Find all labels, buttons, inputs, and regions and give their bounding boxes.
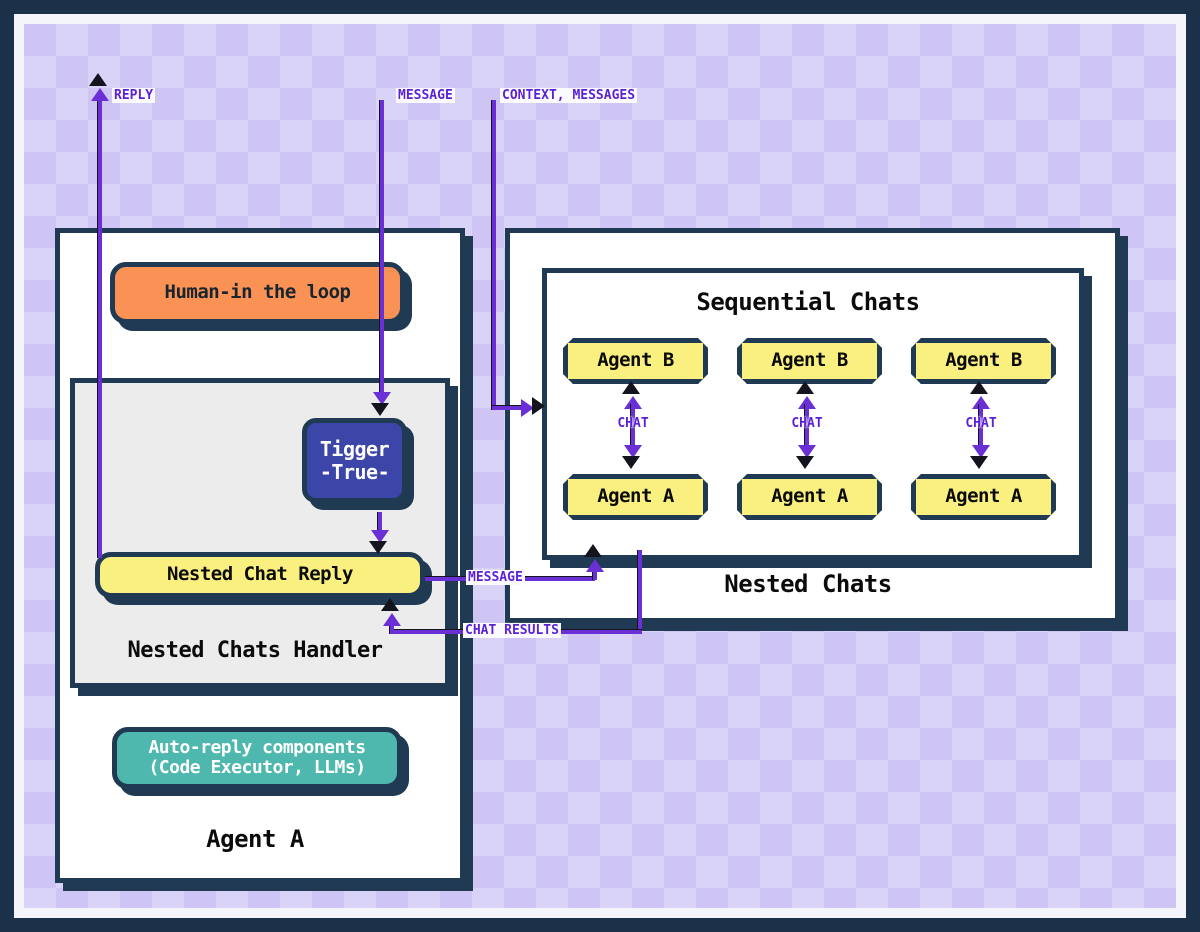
sequential-col-1-chat-link: CHAT: [787, 396, 827, 458]
chat-arrow-down-icon: [624, 445, 642, 458]
sequential-col-2-agent-a[interactable]: Agent A: [911, 474, 1056, 520]
agent-a-label: Agent A: [206, 825, 304, 853]
message-out-label: MESSAGE: [466, 570, 525, 585]
chat-label: CHAT: [965, 416, 997, 431]
message-in-connector-line: [379, 100, 384, 400]
sequential-chats-title: Sequential Chats: [696, 288, 920, 316]
message-in-arrow-icon: [373, 392, 391, 405]
auto-reply-line1: Auto-reply components: [148, 736, 366, 758]
sequential-col-2-chat-link: CHAT: [961, 396, 1001, 458]
human-in-the-loop-box[interactable]: Human-in the loop: [110, 262, 405, 324]
frame-corner-tl-b: [0, 0, 10, 24]
auto-reply-components-box[interactable]: Auto-reply components (Code Executor, LL…: [112, 727, 402, 789]
chat-label: CHAT: [791, 416, 823, 431]
trigger-label-line1: Tigger: [319, 437, 390, 462]
chat-results-arrow-icon: [383, 613, 401, 626]
message-out-vertical-line: [592, 568, 597, 580]
message-in-label: MESSAGE: [396, 88, 455, 103]
sequential-col-0-agent-b[interactable]: Agent B: [563, 338, 708, 384]
chat-arrow-up-icon: [972, 396, 990, 409]
reply-connector-line: [97, 96, 102, 558]
context-messages-arrow-icon: [521, 399, 534, 417]
chat-link-line: [630, 404, 635, 450]
chat-arrow-up-icon: [798, 396, 816, 409]
sequential-col-0-chat-link: CHAT: [613, 396, 653, 458]
sequential-col-2-agent-b[interactable]: Agent B: [911, 338, 1056, 384]
reply-arrow-icon: [91, 88, 109, 101]
chat-results-vertical-line-left: [389, 622, 394, 634]
sequential-col-1-agent-b[interactable]: Agent B: [737, 338, 882, 384]
chat-link-line: [978, 404, 983, 450]
frame-corner-tl-a: [0, 0, 24, 10]
context-messages-vertical-line: [491, 100, 496, 410]
chat-arrow-down-icon: [798, 445, 816, 458]
frame-corner-br-b: [1190, 908, 1200, 932]
chat-results-label: CHAT RESULTS: [463, 623, 561, 638]
chat-arrow-up-icon: [624, 396, 642, 409]
frame-corner-tr-b: [1190, 0, 1200, 24]
frame-corner-bl-b: [0, 908, 10, 932]
frame-corner-bl-a: [0, 922, 24, 932]
nested-chats-handler-label: Nested Chats Handler: [127, 638, 383, 663]
trigger-to-reply-arrow-icon: [371, 530, 389, 543]
nested-chats-label: Nested Chats: [724, 570, 892, 598]
sequential-col-0-agent-a[interactable]: Agent A: [563, 474, 708, 520]
message-out-arrow-icon: [586, 559, 604, 572]
reply-label: REPLY: [112, 88, 156, 103]
context-messages-horizontal-line: [492, 405, 524, 410]
context-messages-label: CONTEXT, MESSAGES: [500, 88, 638, 103]
trigger-to-reply-line: [377, 512, 382, 538]
frame-corner-tr-a: [1176, 0, 1200, 10]
sequential-col-1-agent-a[interactable]: Agent A: [737, 474, 882, 520]
chat-link-line: [804, 404, 809, 450]
chat-label: CHAT: [617, 416, 649, 431]
chat-results-vertical-line-right: [637, 550, 642, 634]
auto-reply-line2: (Code Executor, LLMs): [148, 757, 366, 778]
trigger-label-line2: -True-: [319, 459, 390, 484]
trigger-true-box[interactable]: Tigger -True-: [302, 418, 407, 503]
nested-chat-reply-box[interactable]: Nested Chat Reply: [95, 552, 425, 598]
frame-corner-br-a: [1176, 922, 1200, 932]
chat-arrow-down-icon: [972, 445, 990, 458]
